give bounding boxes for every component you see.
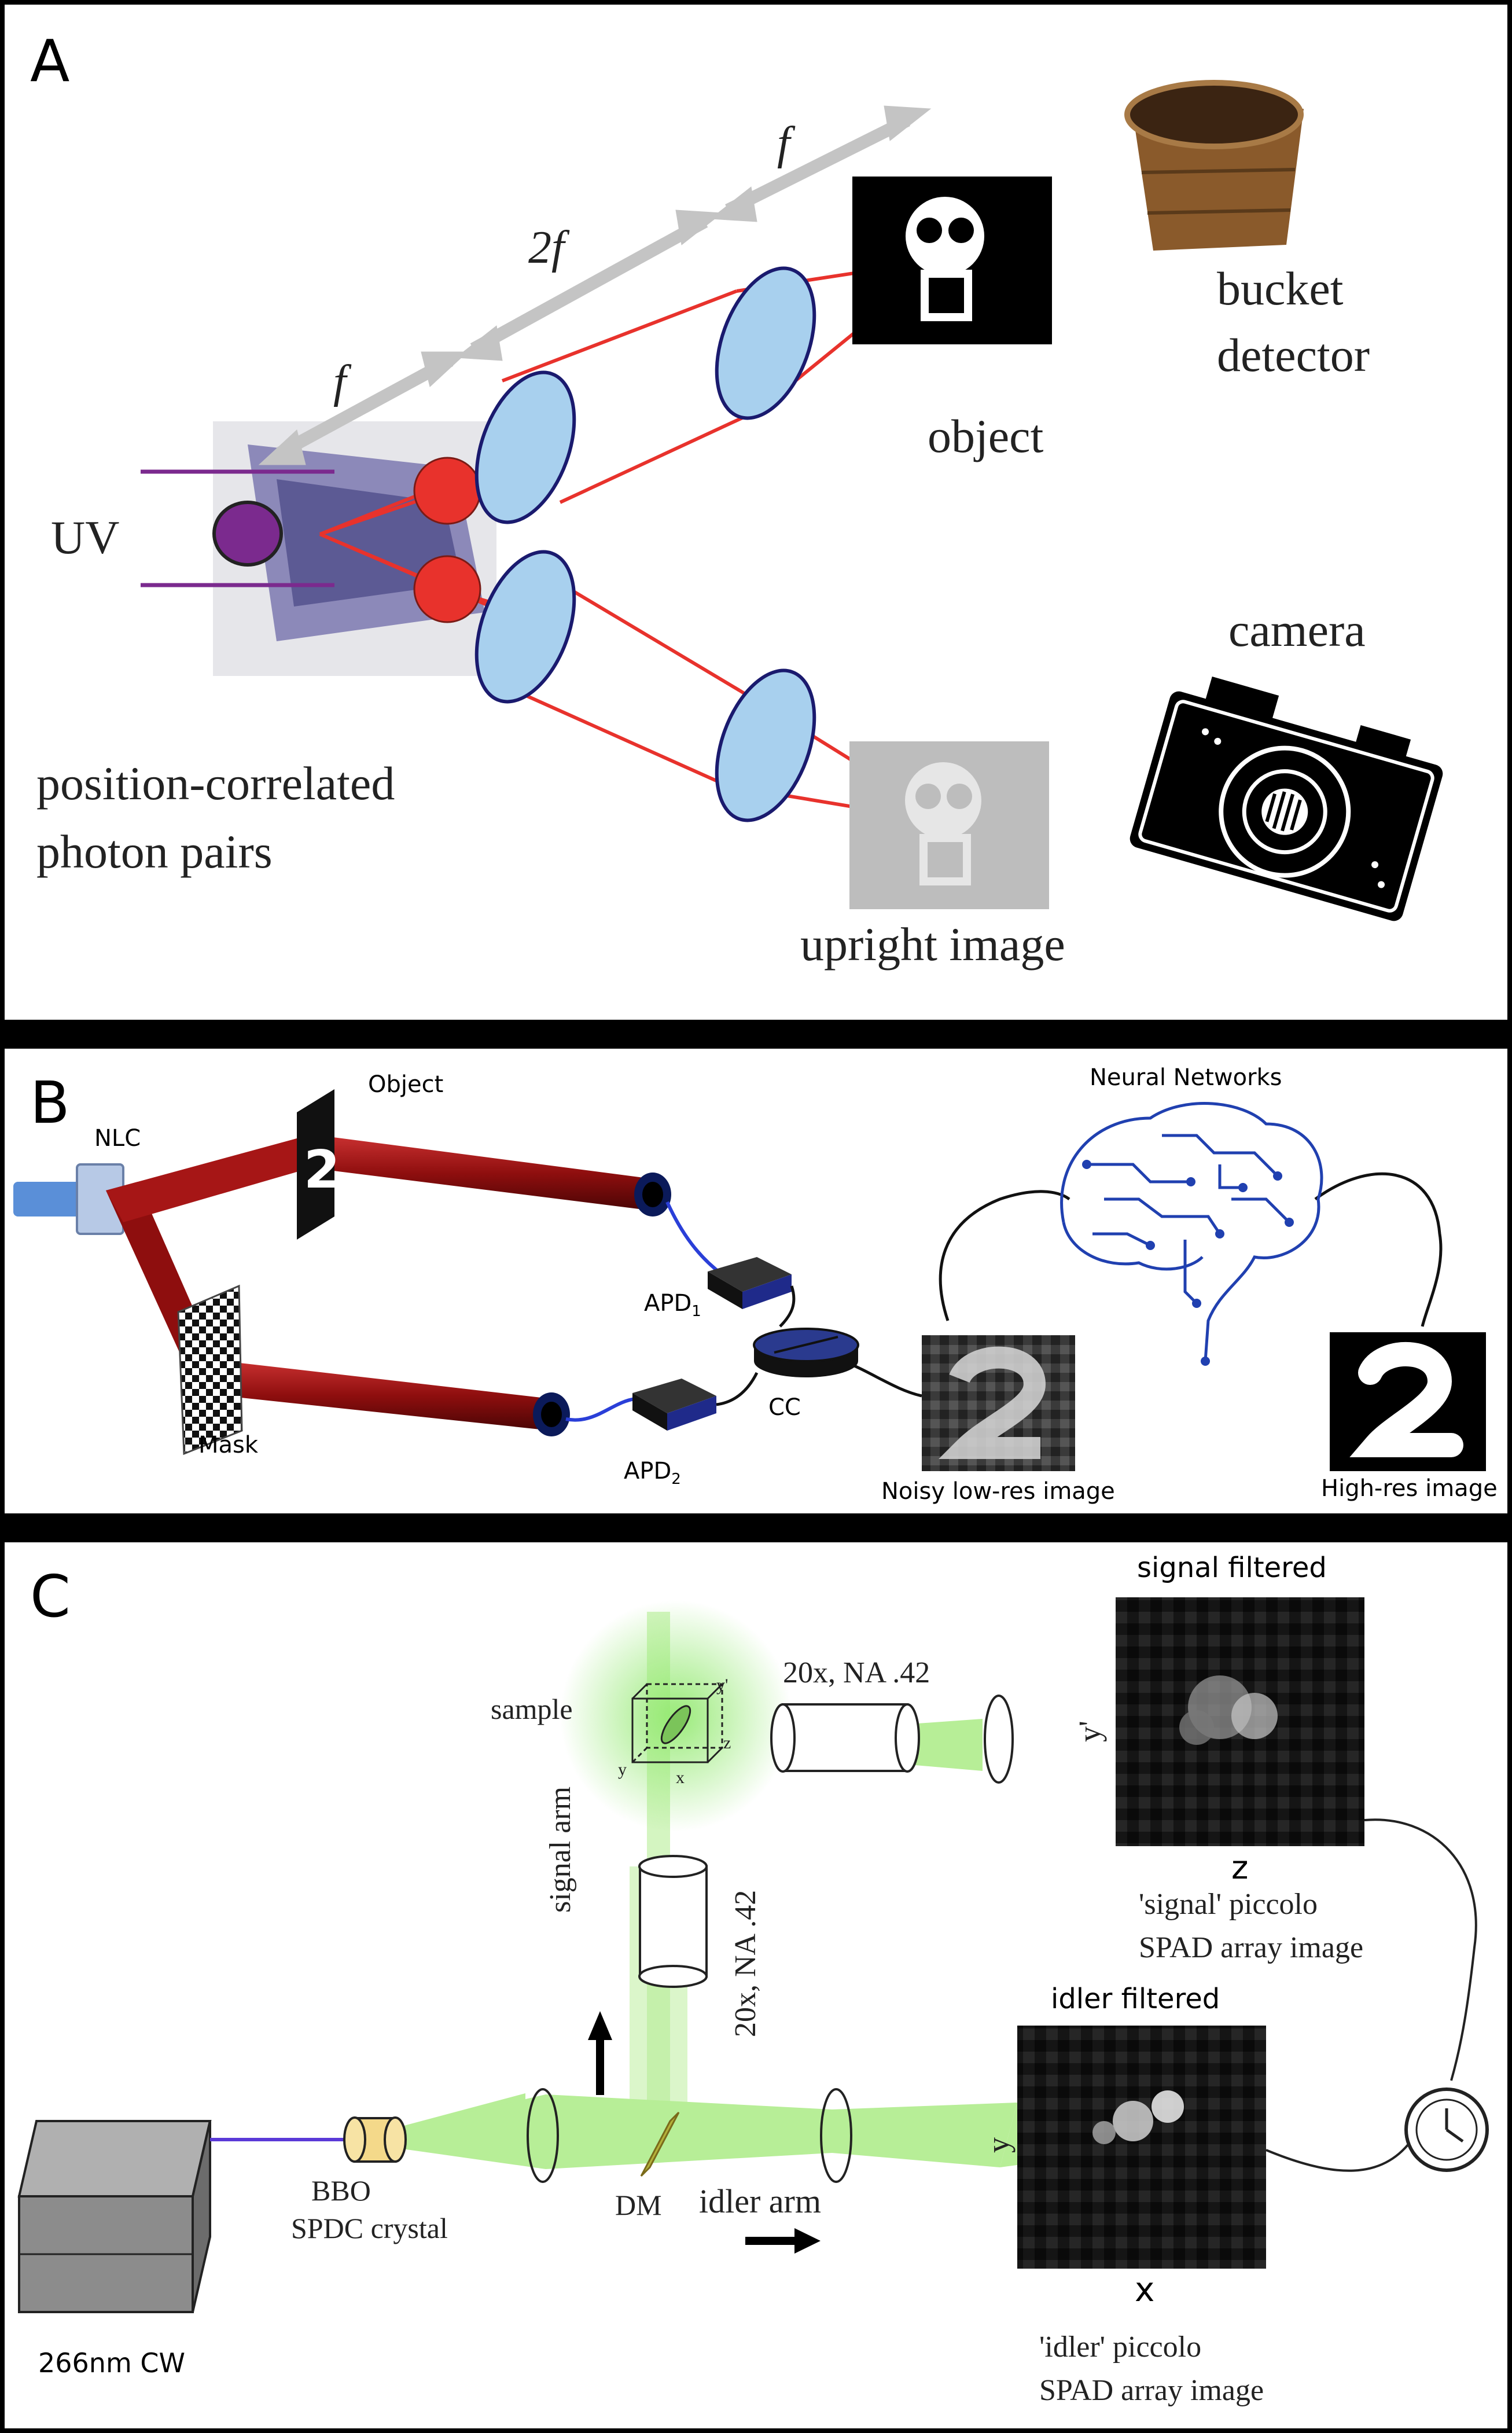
panel-b-letter: B	[30, 1069, 70, 1137]
sample-label: sample	[491, 1693, 573, 1725]
idler-arm-label: idler arm	[699, 2182, 821, 2220]
fiber-couplers	[533, 1173, 671, 1436]
camera-icon	[1130, 676, 1443, 921]
horizontal-objective-label: 20x, NA .42	[783, 1656, 930, 1689]
noisy-image-caption: Noisy low-res image	[881, 1478, 1115, 1505]
object-label: Object	[368, 1071, 444, 1098]
mask-checkerboard	[177, 1284, 243, 1456]
upright-image	[849, 741, 1049, 909]
focal-length-label-1: f	[333, 357, 347, 407]
idler-caption-line2: SPAD array image	[1039, 2374, 1264, 2407]
high-res-image	[1330, 1332, 1486, 1471]
bbo-label-line1: BBO	[311, 2174, 371, 2207]
object-mask	[852, 177, 1052, 344]
panel-c-lenses	[527, 1695, 1014, 2183]
mask-label: Mask	[198, 1432, 259, 1458]
noisy-low-res-image	[922, 1335, 1075, 1471]
panel-a: A	[5, 5, 1507, 1020]
neural-network-nodes	[1082, 1160, 1294, 1366]
upright-image-label: upright image	[800, 918, 1065, 971]
idler-caption-line1: 'idler' piccolo	[1039, 2331, 1202, 2364]
panel-a-letter: A	[30, 27, 70, 95]
signal-filtered-label: signal filtered	[1137, 1552, 1327, 1584]
bbo-crystal	[343, 2116, 407, 2163]
idler-filtered-label: idler filtered	[1051, 1983, 1220, 2015]
cube-x-label: x	[676, 1768, 685, 1787]
apd-detectors	[632, 1257, 792, 1431]
panel-a-diagram	[141, 80, 1443, 921]
panel-c: C	[5, 1542, 1507, 2428]
horizontal-objective	[770, 1703, 920, 1773]
x-axis-label: x	[1135, 2270, 1155, 2309]
laser-label: 266nm CW	[38, 2347, 185, 2379]
neural-network-brain-icon	[1060, 1102, 1323, 1362]
nlc-crystal	[13, 1163, 124, 1235]
signal-caption-line1: 'signal' piccolo	[1139, 1888, 1318, 1921]
vertical-objective-label: 20x, NA .42	[729, 1890, 762, 2037]
cc-label: CC	[768, 1394, 801, 1421]
bucket-detector-label-line1: bucket	[1217, 262, 1344, 315]
z-axis-label: z	[1231, 1849, 1249, 1887]
neural-networks-label: Neural Networks	[1090, 1064, 1282, 1091]
laser-box	[17, 2120, 212, 2313]
lenses	[474, 266, 816, 822]
object-plate: 2	[297, 1089, 340, 1240]
fibers	[565, 1201, 723, 1422]
y-axis-label: y	[981, 2137, 1016, 2153]
signal-arm-label: signal arm	[544, 1786, 577, 1913]
signal-spad-image	[1116, 1597, 1364, 1846]
signal-photon	[413, 457, 481, 525]
dichroic-mirror	[640, 2111, 680, 2177]
panel-c-diagram	[17, 1597, 1489, 2313]
sample-cube	[631, 1683, 723, 1763]
timing-wires	[1265, 1818, 1477, 2172]
photon-pairs-label-line2: photon pairs	[36, 825, 273, 878]
uv-pump-spot	[212, 501, 283, 567]
uv-label: UV	[51, 511, 120, 564]
clock-icon	[1404, 2087, 1489, 2172]
idler-photon	[413, 555, 481, 623]
apd1-label: APD1	[644, 1290, 701, 1320]
coincidence-counter	[753, 1328, 859, 1377]
idler-spad-image	[1017, 2026, 1266, 2269]
bucket-detector-icon	[1124, 80, 1304, 251]
dm-label: DM	[615, 2189, 662, 2221]
bbo-label-line2: SPDC crystal	[291, 2212, 448, 2244]
object-label: object	[928, 410, 1044, 462]
cube-y-label: y	[618, 1760, 627, 1779]
nlc-label: NLC	[94, 1125, 141, 1152]
camera-label: camera	[1228, 604, 1366, 656]
high-res-image-caption: High-res image	[1321, 1475, 1498, 1502]
object-digit: 2	[304, 1140, 340, 1200]
double-focal-length-label: 2f	[528, 222, 565, 273]
cube-y-prime-label: y'	[716, 1675, 729, 1695]
focal-distance-arrows	[258, 105, 932, 465]
vertical-objective	[638, 1855, 708, 1988]
apd2-label: APD2	[624, 1458, 681, 1488]
cube-z-label: z	[723, 1733, 731, 1752]
photon-pairs-label-line1: position-correlated	[36, 757, 395, 810]
bucket-detector-label-line2: detector	[1217, 329, 1370, 381]
signal-caption-line2: SPAD array image	[1139, 1931, 1364, 1964]
focal-length-label-2: f	[777, 118, 790, 169]
panel-b-diagram: 2	[13, 1089, 1486, 1471]
arm-direction-arrows	[588, 2011, 821, 2254]
panel-b: B	[5, 1049, 1507, 1513]
y-prime-axis-label: y'	[1072, 1721, 1107, 1742]
panel-c-letter: C	[30, 1563, 71, 1630]
